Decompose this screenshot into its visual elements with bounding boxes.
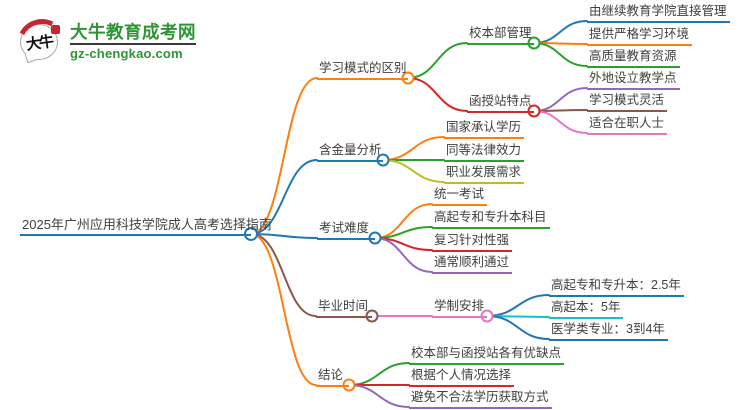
logo-red-seal-icon: [51, 25, 60, 34]
link-value-career-needs: [382, 159, 445, 183]
link-campus-managed-by-sce: [533, 20, 588, 44]
leaf-avoid-illegal-diploma-methods: 避免不合法学历获取方式: [409, 390, 552, 409]
leaf-duration-3-to-4-years: 医学类专业：3到4年: [549, 322, 668, 341]
link-schedule-duration-25y: [486, 294, 550, 317]
branch-study-mode-difference: 学习模式的区别: [317, 61, 408, 80]
link-conclusion-avoid-illegal: [348, 384, 410, 408]
leaf-targeted-review: 复习针对性强: [432, 233, 513, 252]
leaf-both-have-pros-cons: 校本部与函授站各有优缺点: [409, 346, 565, 365]
logo-site-domain: gz-chengkao.com: [70, 45, 183, 61]
link-study-mode-correspondence: [407, 77, 468, 112]
mindmap-root-node: 2025年广州应用科技学院成人高考选择指南: [20, 217, 272, 236]
link-study-mode-campus-admin: [407, 42, 468, 79]
link-root-graduation-time: [250, 233, 317, 317]
leaf-usually-pass: 通常顺利通过: [432, 255, 513, 274]
leaf-quality-education-resources: 高质量教育资源: [587, 49, 680, 68]
logo-divider: [70, 42, 196, 45]
leaf-career-development-needs: 职业发展需求: [444, 165, 525, 184]
logo-text-block: 大牛教育成考网 gz-chengkao.com: [70, 22, 196, 61]
link-root-study-mode: [250, 77, 318, 235]
node-campus-admin: 校本部管理: [467, 26, 534, 45]
leaf-exam-subjects: 高起专和专升本科目: [432, 210, 550, 229]
link-corr-offsite-points: [533, 87, 588, 112]
leaf-choose-by-personal-situation: 根据个人情况选择: [409, 368, 515, 387]
link-root-conclusion: [250, 233, 317, 386]
leaf-flexible-study-mode: 学习模式灵活: [587, 93, 668, 112]
leaf-duration-2-5-years: 高起专和专升本：2.5年: [549, 278, 684, 297]
node-correspondence-features: 函授站特点: [467, 94, 534, 113]
link-corr-working-adults: [533, 110, 588, 134]
leaf-equal-legal-effect: 同等法律效力: [444, 143, 525, 162]
link-root-value-analysis: [250, 159, 318, 235]
leaf-managed-by-continuing-education: 由继续教育学院直接管理: [587, 4, 730, 23]
logo-speech-bubble-icon: 大牛: [10, 12, 74, 76]
link-campus-quality-resources: [533, 42, 588, 67]
link-conclusion-pros-cons: [348, 362, 410, 386]
logo-site-name: 大牛教育成考网: [70, 21, 196, 42]
leaf-duration-5-years: 高起本：5年: [549, 300, 624, 319]
leaf-state-recognized-diploma: 国家承认学历: [444, 120, 525, 139]
node-schedule-arrangement: 学制安排: [432, 299, 487, 318]
branch-conclusion: 结论: [316, 368, 349, 387]
leaf-offsite-teaching-points: 外地设立教学点: [587, 71, 680, 90]
branch-value-analysis: 含金量分析: [317, 143, 383, 162]
site-logo: 大牛 大牛教育成考网 gz-chengkao.com: [10, 12, 196, 76]
branch-exam-difficulty: 考试难度: [317, 221, 375, 240]
link-root-exam-difficulty: [250, 233, 318, 239]
link-exam-usually-pass: [374, 237, 433, 273]
link-schedule-duration-34y: [486, 315, 550, 340]
link-value-state-recognized: [382, 136, 445, 161]
leaf-strict-study-environment: 提供严格学习环境: [587, 27, 693, 46]
leaf-unified-exam: 统一考试: [432, 187, 488, 206]
leaf-suits-working-adults: 适合在职人士: [587, 116, 668, 135]
branch-graduation-time: 毕业时间: [316, 299, 372, 318]
